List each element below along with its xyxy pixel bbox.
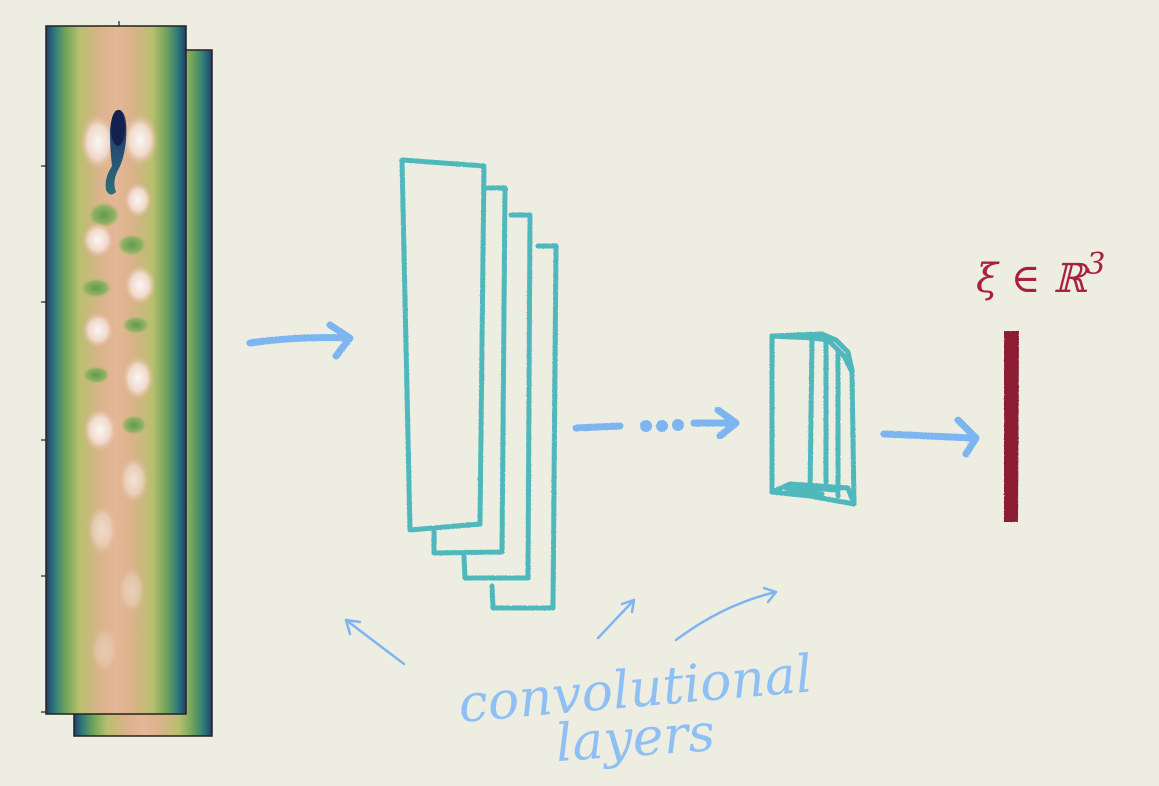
arrow-conv-to-conv xyxy=(572,406,740,440)
conv-feature-map-2 xyxy=(431,185,508,556)
conv-feature-map-3 xyxy=(461,212,533,581)
annotation-arrow-middle xyxy=(596,598,636,640)
conv-final-block xyxy=(769,331,857,507)
annotation-arrow-left xyxy=(344,618,406,666)
conv-feature-map-1 xyxy=(399,157,487,533)
output-vector xyxy=(1004,331,1019,522)
conv-label-line2: layers xyxy=(554,703,717,774)
input-image-front xyxy=(41,21,187,715)
conv-feature-map-4 xyxy=(489,243,559,611)
conv-layer-stack xyxy=(399,157,559,611)
arrow-input-to-conv xyxy=(246,321,354,360)
annotation-arrow-right xyxy=(674,586,778,642)
input-flow-field xyxy=(41,21,213,737)
output-label: ξ ∈ ℝ3 xyxy=(976,247,1105,302)
arrow-conv-to-output xyxy=(880,416,980,458)
annotation-arrows xyxy=(344,586,778,666)
